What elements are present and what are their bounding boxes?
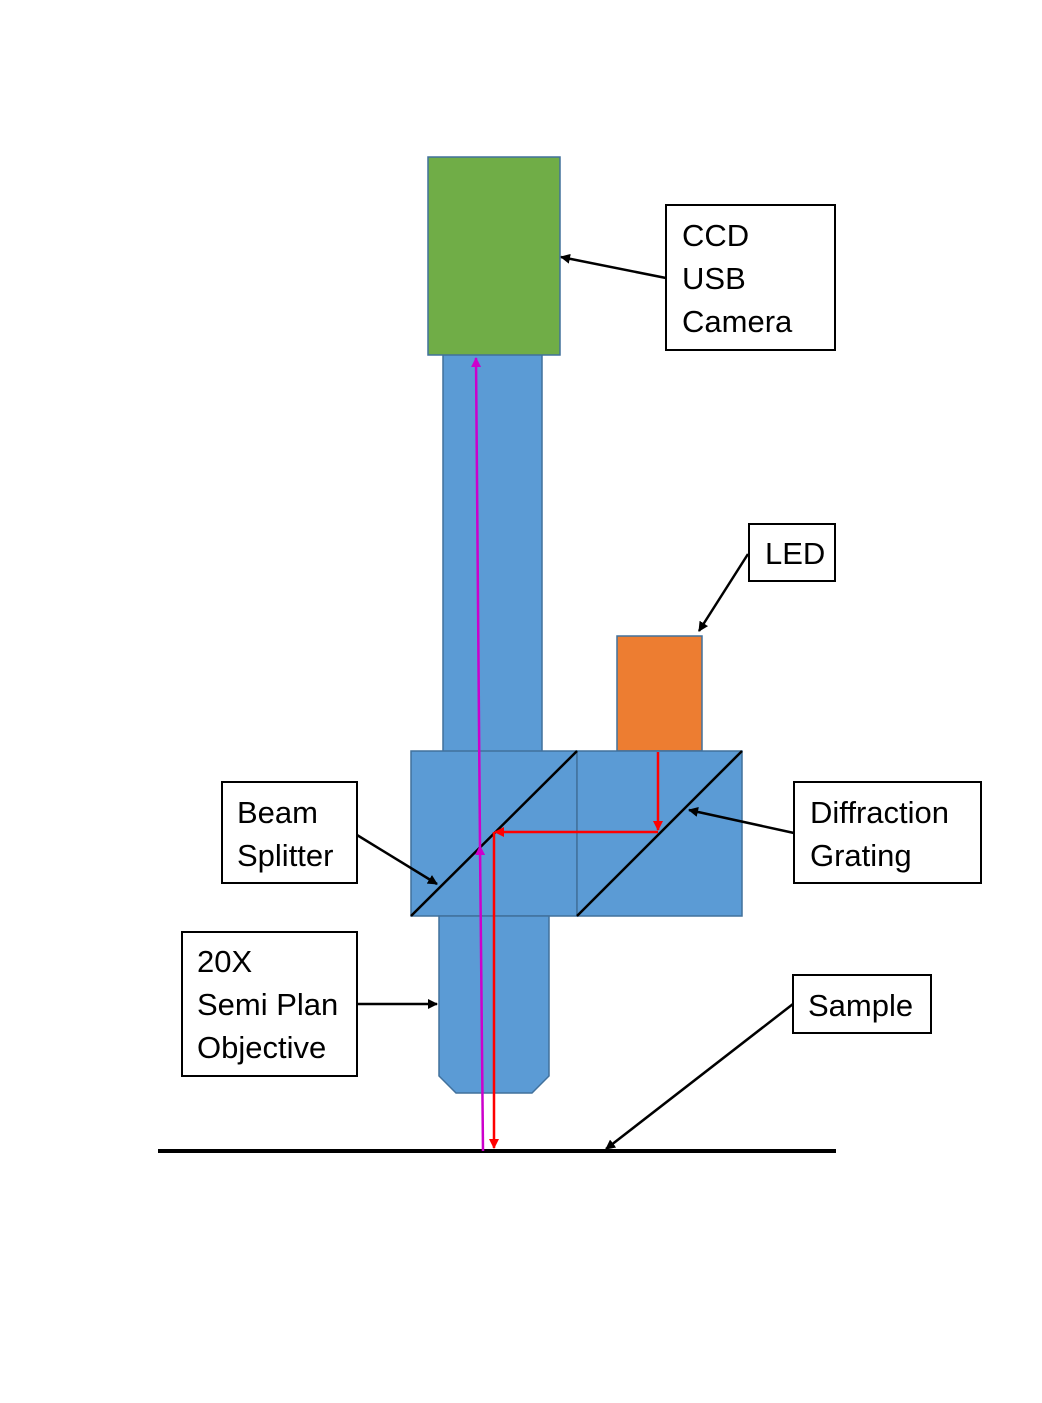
objective-label-line-3: Objective	[197, 1030, 326, 1065]
grating-callout-arrow	[688, 807, 795, 835]
beam-splitter-label-line-1: Beam	[237, 795, 318, 830]
camera-label-box: CCD USB Camera	[665, 204, 836, 351]
sample-callout-arrow	[605, 1003, 794, 1150]
emission-ray-upper	[471, 357, 482, 847]
led-callout-arrow	[697, 553, 750, 632]
led-label-box: LED	[748, 523, 836, 582]
optical-tube	[442, 353, 543, 753]
beam-splitter-callout-arrow	[356, 833, 438, 886]
objective-label-line-2: Semi Plan	[197, 987, 338, 1022]
beam-splitter-label-box: Beam Splitter	[221, 781, 358, 884]
ccd-camera-body	[427, 156, 561, 356]
sample-label-line-1: Sample	[808, 988, 913, 1023]
grating-label-line-2: Grating	[810, 838, 912, 873]
diffraction-grating-mirror	[576, 750, 743, 917]
led-label-line-1: LED	[765, 536, 825, 571]
objective-label-line-1: 20X	[197, 944, 252, 979]
beam-splitter-label-line-2: Splitter	[237, 838, 333, 873]
grating-label-line-1: Diffraction	[810, 795, 949, 830]
camera-callout-arrow	[560, 253, 667, 280]
camera-label-line-3: Camera	[682, 304, 793, 339]
camera-label-line-1: CCD	[682, 218, 749, 253]
sample-label-box: Sample	[792, 974, 932, 1034]
emission-ray-lower	[475, 845, 486, 1152]
led-body	[616, 635, 703, 752]
objective-label-box: 20X Semi Plan Objective	[181, 931, 358, 1077]
grating-label-box: Diffraction Grating	[793, 781, 982, 884]
camera-label-line-2: USB	[682, 261, 746, 296]
